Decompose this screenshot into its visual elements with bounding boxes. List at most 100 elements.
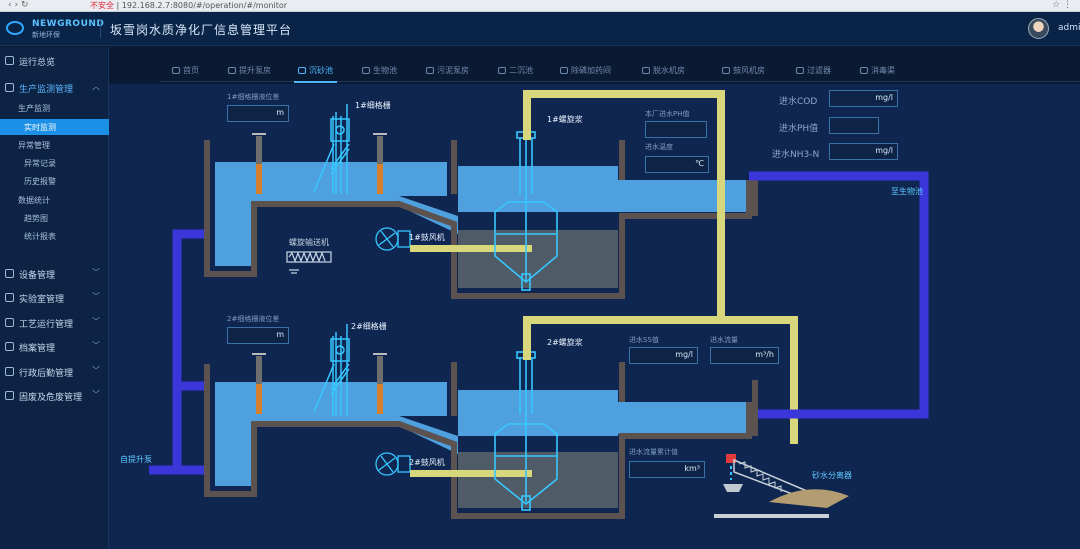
to-bio-tank-label: 至生物池 [891, 187, 923, 196]
inlet-pipe [172, 229, 207, 475]
train1-screw-label: 1#螺旋浆 [547, 115, 583, 124]
tab-dewatering[interactable]: 脱水机房 [642, 65, 685, 81]
globe-icon [5, 367, 14, 376]
train2-screw-propeller-icon [494, 351, 558, 511]
chevron-down-icon: ﹀ [92, 366, 100, 375]
chevron-up-icon: ︿ [92, 82, 100, 91]
train1-gauge-left-level [256, 164, 262, 194]
monitor-icon [5, 83, 14, 92]
tab-phosphorus-dosing[interactable]: 除磷加药间 [560, 65, 611, 81]
browser-actions[interactable]: ☆ ⋮ [1052, 0, 1072, 10]
tab-sludge-pump[interactable]: 污泥泵房 [426, 65, 469, 81]
process-diagram: 1#细格栅液位差 m 1#细格栅 1#螺旋浆 1#鼓风机 螺旋输送机 本厂进水P… [109, 84, 1080, 549]
sidebar-item-process[interactable]: 工艺运行管理﹀ [0, 313, 109, 333]
title-divider [100, 20, 101, 38]
flow-label: 进水流量 [710, 336, 738, 344]
truck-icon [642, 67, 650, 74]
sidebar-sub-report[interactable]: 统计报表 [24, 232, 56, 241]
train1-blower-icon [375, 227, 411, 251]
train2-grille-icon [313, 324, 350, 416]
train1-air-pipe [410, 245, 532, 252]
cod-readout: mg/l [829, 90, 898, 107]
train2-outlet-water [618, 402, 749, 434]
plant-ph-readout [645, 121, 707, 138]
ph-in-label: 进水PH值 [779, 124, 819, 134]
train2-air-pipe [410, 470, 532, 477]
truck-icon [5, 391, 14, 400]
train2-walls [204, 364, 752, 519]
nh3-label: 进水NH3-N [772, 150, 820, 160]
sidebar-sub-history[interactable]: 历史报警 [24, 177, 56, 186]
train2-blower-label: 2#鼓风机 [409, 458, 445, 467]
username[interactable]: admin ▾ [1058, 23, 1080, 33]
outlet-pipe [749, 171, 929, 419]
filter-icon [796, 67, 804, 74]
ss-readout: mg/l [629, 347, 698, 364]
tab-secondary-clarifier[interactable]: 二沉池 [498, 65, 533, 81]
sidebar-item-archive[interactable]: 档案管理﹀ [0, 337, 109, 357]
tab-disinfection[interactable]: 消毒渠 [860, 65, 895, 81]
browser-bar: ‹ › ↻ 不安全 | 192.168.2.7:8080/#/operation… [0, 0, 1080, 12]
circle-icon [498, 67, 506, 74]
drop-icon [860, 67, 868, 74]
sidebar-item-admin[interactable]: 行政后勤管理﹀ [0, 362, 109, 382]
sidebar-sub-stats[interactable]: 数据统计 [18, 196, 50, 205]
train1-tank-water [458, 166, 618, 212]
sidebar-item-overview[interactable]: 运行总览 [0, 51, 109, 71]
sidebar-item-equipment[interactable]: 设备管理﹀ [0, 264, 109, 284]
page-title: 坂雪岗水质净化厂信息管理平台 [110, 23, 293, 37]
train1-blower-label: 1#鼓风机 [409, 233, 445, 242]
sidebar-sub-monitor[interactable]: 生产监测 [18, 104, 50, 113]
pump-icon [228, 67, 236, 74]
chevron-down-icon: ﹀ [92, 341, 100, 350]
sand-separator-icon [714, 454, 849, 518]
train1-walls [204, 140, 752, 299]
sidebar-item-production[interactable]: 生产监测管理︿ [0, 78, 109, 98]
tab-filter[interactable]: 过滤器 [796, 65, 831, 81]
folder-icon [5, 342, 14, 351]
process-svg [149, 90, 929, 519]
tab-bio-tank[interactable]: 生物池 [362, 65, 397, 81]
sidebar-sub-realtime[interactable]: 实时监测 [0, 119, 109, 135]
total-flow-label: 进水流量累计值 [629, 448, 678, 456]
tab-home[interactable]: 首页 [172, 65, 199, 81]
avatar[interactable] [1028, 18, 1049, 39]
pump-icon [426, 67, 434, 74]
chevron-down-icon: ﹀ [92, 292, 100, 301]
train2-gauge-right-level [377, 384, 383, 414]
sidebar-item-lab[interactable]: 实验室管理﹀ [0, 288, 109, 308]
gear-icon [5, 318, 14, 327]
logo: NEWGROUND 新地环保 [6, 17, 104, 41]
air-pipe-main [523, 90, 798, 444]
security-warning: 不安全 [90, 1, 114, 10]
sidebar-sub-alarm[interactable]: 异常管理 [18, 141, 50, 150]
chevron-down-icon: ﹀ [92, 317, 100, 326]
nh3-readout: mg/l [829, 143, 898, 160]
ss-label: 进水SS值 [629, 336, 659, 344]
address-bar[interactable]: 不安全 | 192.168.2.7:8080/#/operation/#/mon… [90, 0, 287, 11]
browser-nav[interactable]: ‹ › ↻ [8, 0, 29, 10]
train2-level-readout: m [227, 327, 289, 344]
tab-blower-room[interactable]: 鼓风机房 [722, 65, 765, 81]
dosing-icon [560, 67, 568, 74]
sidebar-item-waste[interactable]: 固废及危废管理﹀ [0, 386, 109, 406]
logo-name: NEWGROUND [32, 19, 105, 29]
url-text: | 192.168.2.7:8080/#/operation/#/monitor [116, 1, 288, 10]
train2-screw-label: 2#螺旋浆 [547, 338, 583, 347]
cod-label: 进水COD [779, 97, 818, 107]
tab-grit-chamber[interactable]: 沉砂池 [294, 65, 337, 83]
sidebar-sub-alarm-record[interactable]: 异常记录 [24, 159, 56, 168]
train1-channel-water [215, 162, 447, 196]
train1-outlet-water [618, 180, 749, 212]
sand-separator-label: 砂水分离器 [812, 471, 852, 480]
sidebar: 运行总览 生产监测管理︿ 生产监测 实时监测 异常管理 异常记录 历史报警 数据… [0, 47, 109, 549]
train1-inlet-water [215, 196, 254, 266]
pin-icon [298, 67, 306, 74]
flask-icon [5, 293, 14, 302]
train2-tank-sediment [458, 452, 618, 508]
app-header: NEWGROUND 新地环保 坂雪岗水质净化厂信息管理平台 admin ▾ [0, 12, 1080, 46]
train1-grille-icon [313, 104, 350, 194]
tab-lift-pump[interactable]: 提升泵房 [228, 65, 271, 81]
train2-inlet-water [215, 416, 254, 486]
sidebar-sub-trend[interactable]: 趋势图 [24, 214, 48, 223]
